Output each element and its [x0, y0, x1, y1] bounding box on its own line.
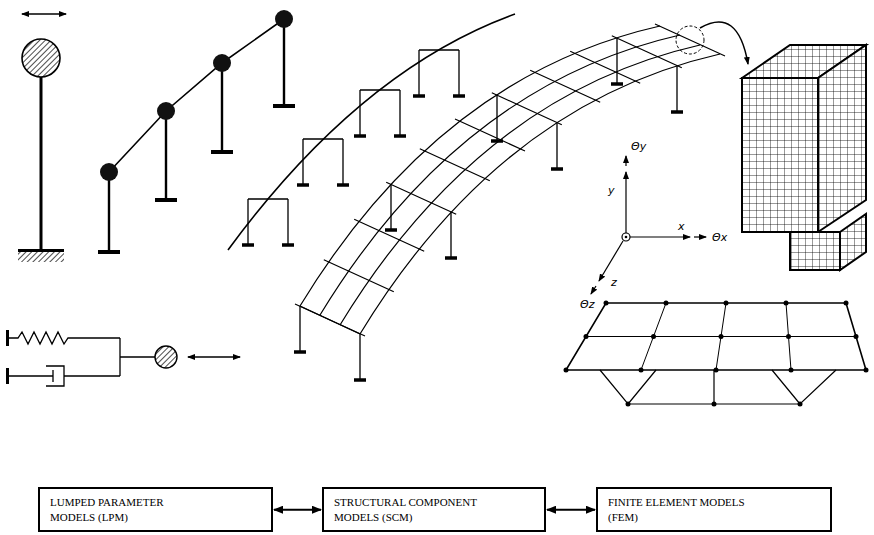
fe-node [604, 301, 609, 306]
column-bases [98, 106, 295, 252]
axis-origin-dot [625, 236, 628, 239]
box-label: LUMPED PARAMETER MODELS (LPM) [50, 495, 180, 524]
section-box [600, 370, 836, 404]
fe-node [844, 301, 849, 306]
rotation-arrow [694, 236, 706, 237]
axis-label: Θx [712, 231, 727, 244]
deck-transverse [295, 24, 725, 336]
axis-label: x [678, 220, 685, 233]
fe-node [564, 368, 569, 373]
rotation-arrow [625, 156, 626, 166]
support-wall [6, 330, 9, 346]
pier-bases [242, 96, 465, 245]
rotation-arrow [591, 286, 596, 294]
z-axis [599, 241, 623, 281]
axis-label: y [608, 184, 615, 197]
column-stem [40, 77, 43, 250]
fe-node [626, 402, 631, 407]
y-axis [625, 172, 626, 233]
fe-node [789, 368, 794, 373]
model-box: FINITE ELEMENT MODELS (FEM) [596, 487, 832, 532]
ground-line [18, 249, 64, 252]
axis-label: Θy [631, 140, 646, 153]
fe-node [651, 334, 656, 339]
fe-node [664, 301, 669, 306]
fe-node [719, 334, 724, 339]
axis-origin [622, 233, 630, 241]
fe-node [864, 368, 869, 373]
link-line [120, 338, 155, 376]
lumped-mass [100, 163, 118, 181]
deck-grid [295, 24, 725, 336]
fe-node [784, 301, 789, 306]
model-box: LUMPED PARAMETER MODELS (LPM) [38, 487, 273, 532]
solid-block-lower-side [840, 214, 866, 270]
axis-label: Θz [580, 298, 594, 311]
motion-arrow [188, 356, 240, 357]
pier-frames [248, 50, 459, 244]
double-arrow [274, 509, 321, 511]
axis-label: z [611, 276, 617, 289]
x-axis [630, 236, 690, 237]
fe-node [798, 402, 803, 407]
deck-longitudinal [360, 54, 720, 334]
box-label: FINITE ELEMENT MODELS (FEM) [608, 495, 758, 524]
spring-symbol [9, 332, 120, 344]
model-box: STRUCTURAL COMPONENT MODELS (SCM) [322, 487, 546, 532]
solid-block-front [742, 78, 818, 232]
box-label: STRUCTURAL COMPONENT MODELS (SCM) [334, 495, 499, 524]
fe-node [584, 334, 589, 339]
mass-chain [109, 19, 284, 172]
solid-block-lower [790, 232, 840, 270]
fe-node [639, 368, 644, 373]
lumped-mass [155, 346, 177, 368]
fe-node [712, 402, 717, 407]
ground-hatch [18, 252, 64, 262]
fe-node [724, 301, 729, 306]
damper-symbol [9, 366, 120, 386]
section-nodes [564, 301, 869, 407]
solid-block-side [818, 45, 866, 232]
lumped-mass [22, 39, 60, 77]
section-grid [586, 303, 856, 370]
double-arrow [547, 509, 595, 511]
support-wall [6, 368, 9, 384]
motion-arrow [22, 13, 66, 14]
fe-node [714, 368, 719, 373]
column-stems [109, 19, 284, 250]
section-slab [566, 303, 866, 370]
lumped-mass [275, 10, 293, 28]
detail-circle [676, 26, 704, 54]
detail-arrow [700, 22, 748, 64]
lumped-mass [213, 54, 231, 72]
lumped-mass [157, 102, 175, 120]
fe-node [786, 334, 791, 339]
deck-line [228, 14, 515, 250]
fe-node [854, 334, 859, 339]
